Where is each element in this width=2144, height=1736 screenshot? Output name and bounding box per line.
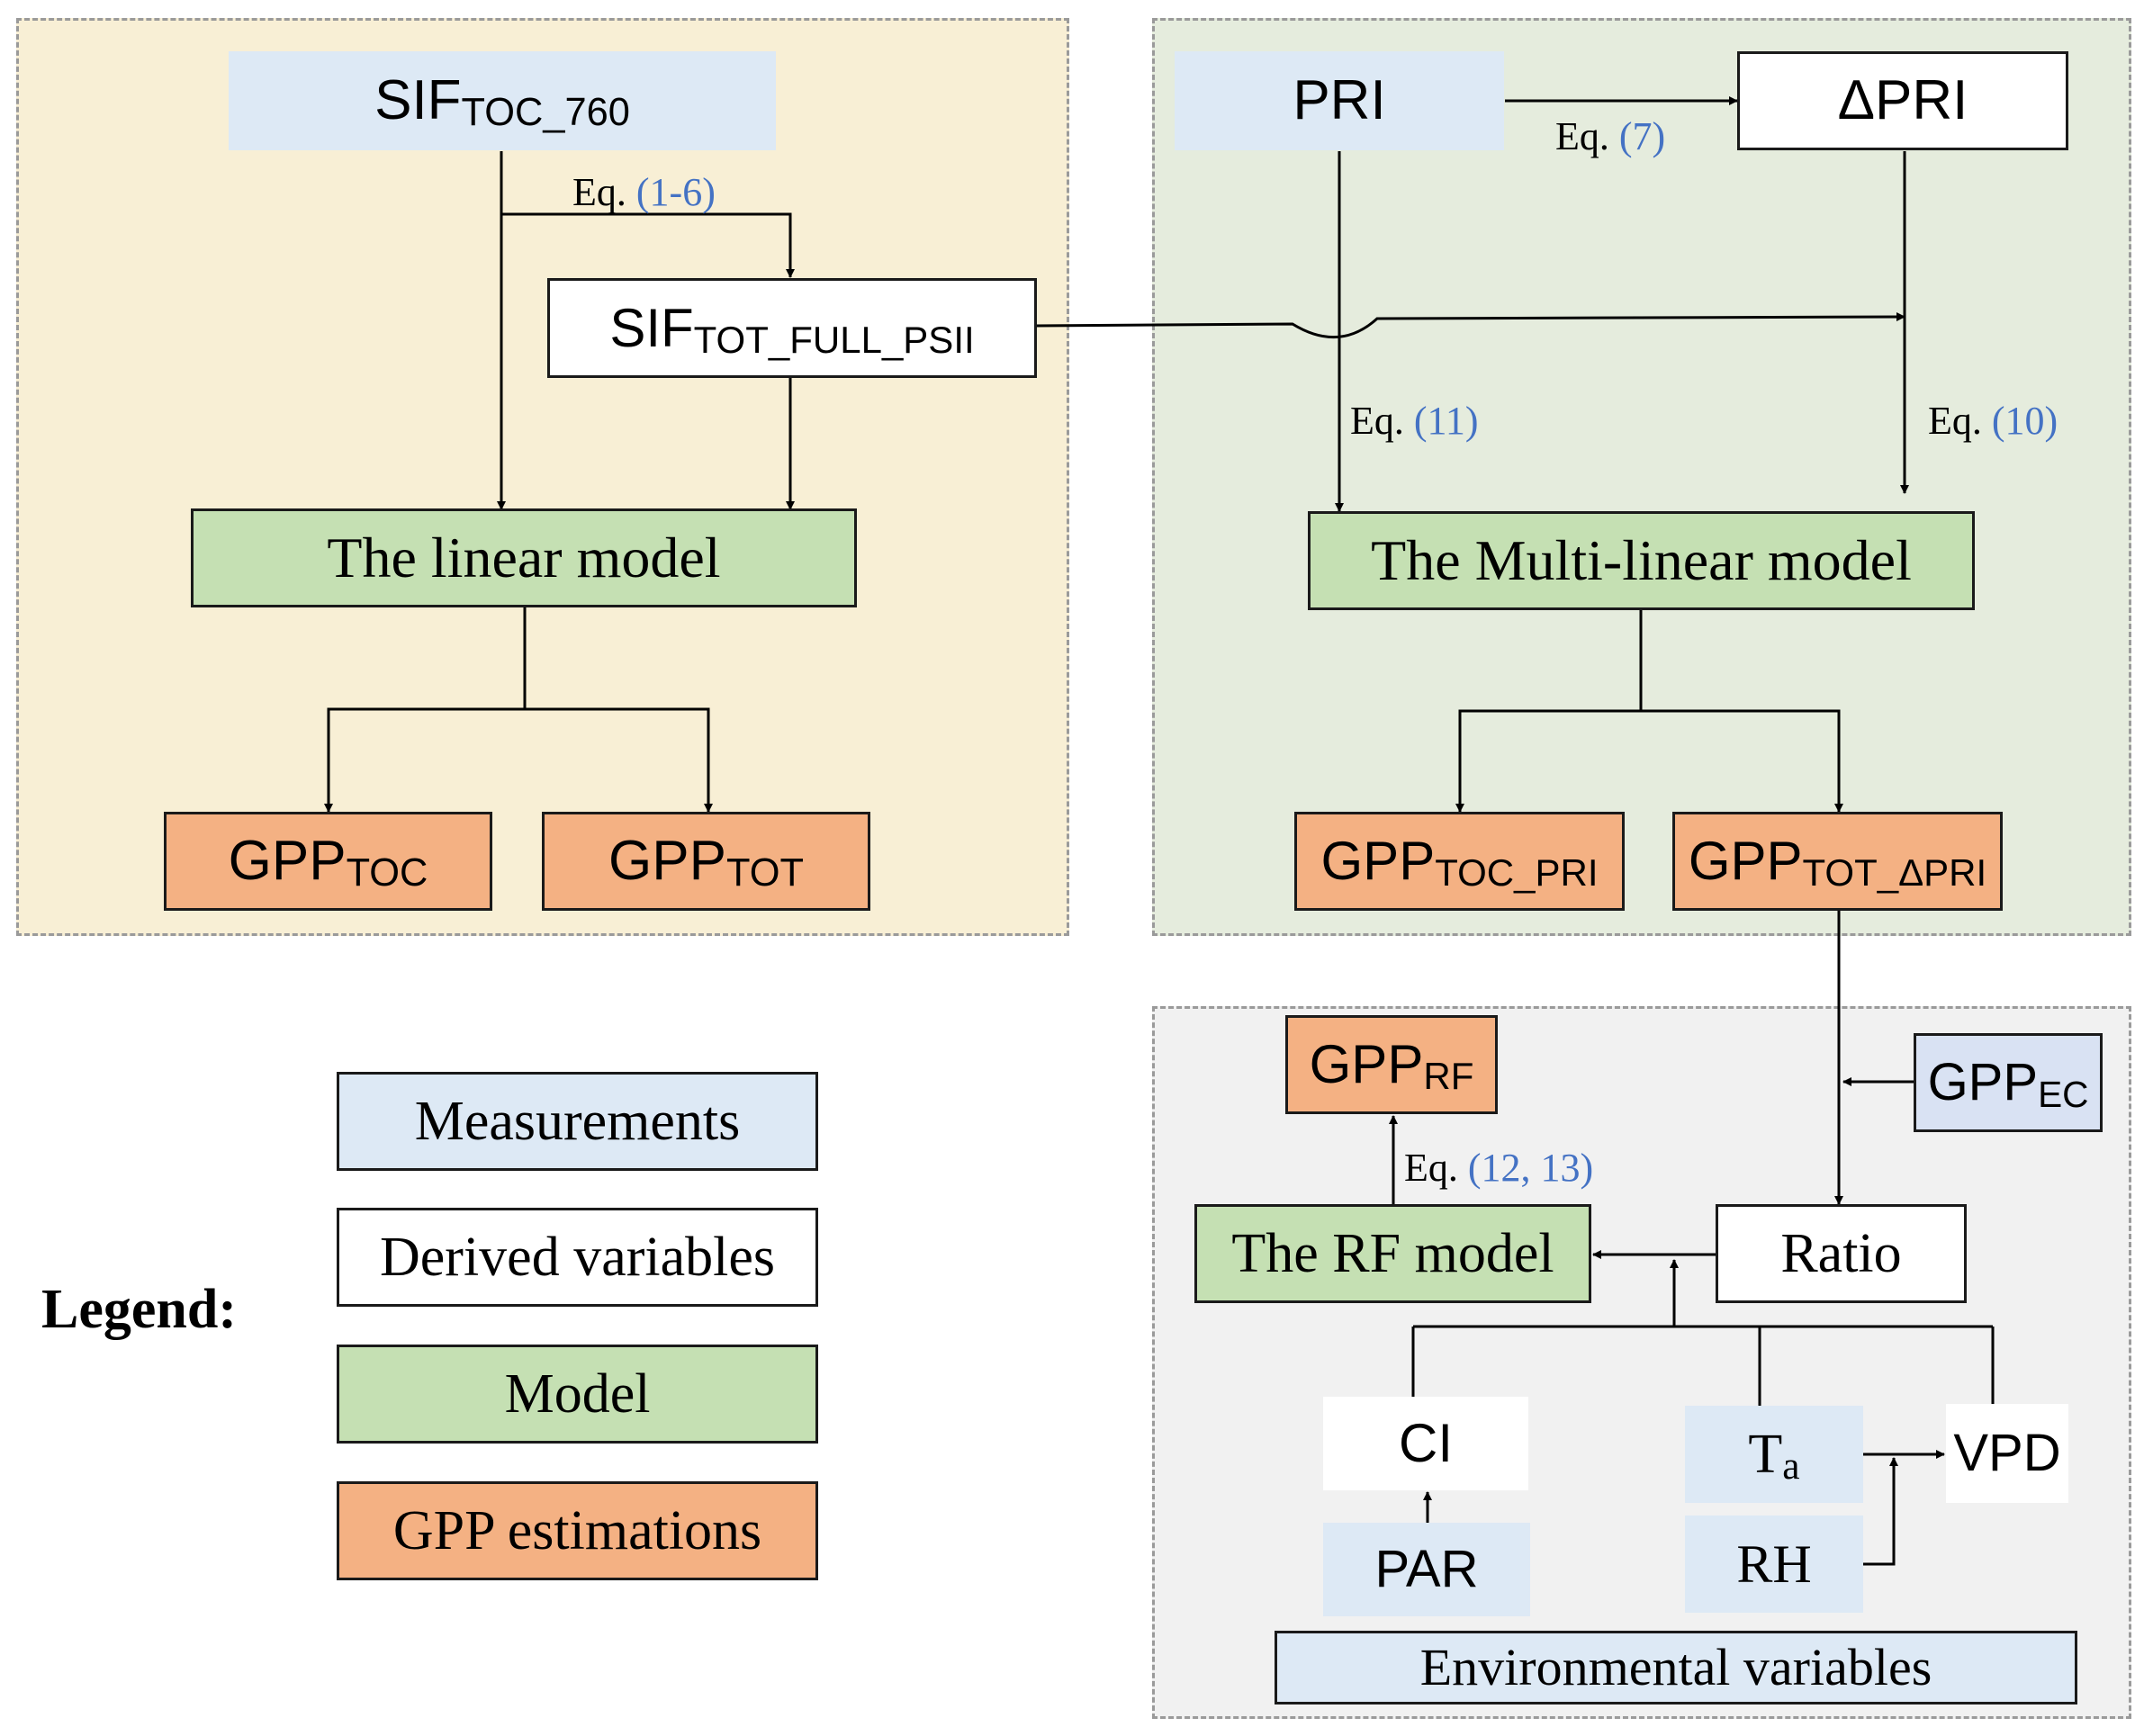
legend-item-model-label: Model	[504, 1363, 651, 1425]
node-par-label: PAR	[1374, 1540, 1479, 1598]
eq-label-12-13: Eq. (12, 13)	[1404, 1148, 1593, 1188]
arrow-sif-tot-to-multilinear	[1034, 312, 1905, 339]
eq-10-ref: (10)	[1991, 399, 2058, 443]
legend-item-measurements-label: Measurements	[414, 1091, 741, 1152]
legend-item-model: Model	[337, 1345, 818, 1444]
node-gpp-toc-base: GPP	[228, 830, 347, 892]
legend-item-measurements: Measurements	[337, 1072, 818, 1171]
node-linear-model: The linear model	[191, 508, 857, 607]
node-gpp-ec-sub: EC	[2038, 1073, 2089, 1115]
node-multi-linear-model: The Multi-linear model	[1308, 511, 1975, 610]
node-gpp-toc-pri-base: GPP	[1320, 831, 1436, 891]
node-delta-pri: ΔPRI	[1737, 51, 2068, 150]
pri-panel	[1152, 18, 2131, 936]
node-gpp-tot-base: GPP	[608, 830, 726, 892]
node-sif-tot-full-psii-base: SIF	[609, 297, 694, 358]
eq-12-13-prefix: Eq.	[1404, 1146, 1468, 1190]
node-rf-model: The RF model	[1194, 1204, 1591, 1303]
legend-item-derived-variables: Derived variables	[337, 1208, 818, 1307]
eq-11-ref: (11)	[1413, 399, 1479, 443]
node-gpp-tot-delta-pri-sub: TOT_ΔPRI	[1802, 851, 1987, 895]
eq-label-10: Eq. (10)	[1928, 401, 2058, 441]
node-sif-tot-full-psii-sub: TOT_FULL_PSII	[693, 318, 975, 361]
node-par: PAR	[1323, 1523, 1530, 1616]
eq-label-7: Eq. (7)	[1555, 117, 1665, 157]
sif-panel	[16, 18, 1069, 936]
node-ci-label: CI	[1399, 1413, 1453, 1473]
eq-7-prefix: Eq.	[1555, 114, 1619, 158]
legend-item-gpp-estimations: GPP estimations	[337, 1481, 818, 1580]
arrow-rh-to-vpd-line	[1863, 1457, 1898, 1566]
node-gpp-toc-pri-sub: TOC_PRI	[1435, 851, 1599, 895]
node-ta-base: T	[1748, 1424, 1783, 1485]
eq-10-prefix: Eq.	[1928, 399, 1992, 443]
arrow-linear-model-to-gpp-tot	[525, 707, 713, 813]
arrow-linear-model-to-gpp-toc	[324, 707, 525, 813]
eq-11-prefix: Eq.	[1350, 399, 1414, 443]
node-gpp-toc-sub: TOC	[346, 851, 428, 895]
eq-7-ref: (7)	[1618, 114, 1666, 158]
node-gpp-rf-sub: RF	[1423, 1055, 1474, 1098]
node-multi-linear-model-label: The Multi-linear model	[1371, 528, 1912, 592]
node-ci: CI	[1323, 1397, 1528, 1490]
node-ta-sub: a	[1782, 1444, 1800, 1489]
node-gpp-tot-sub: TOT	[725, 851, 804, 895]
node-rh: RH	[1685, 1516, 1863, 1613]
node-environmental-variables: Environmental variables	[1275, 1631, 2077, 1705]
node-pri: PRI	[1175, 51, 1504, 150]
node-ratio: Ratio	[1716, 1204, 1967, 1303]
node-environmental-variables-label: Environmental variables	[1419, 1638, 1932, 1696]
node-linear-model-label: The linear model	[327, 526, 721, 589]
arrow-multilinear-to-gpp-tot-dpri	[1641, 709, 1843, 813]
node-ratio-label: Ratio	[1780, 1223, 1902, 1284]
eq-1-6-prefix: Eq.	[572, 170, 636, 214]
legend-item-derived-variables-label: Derived variables	[380, 1227, 775, 1288]
node-sif-toc-760-base: SIF	[374, 69, 462, 131]
node-rh-label: RH	[1736, 1534, 1812, 1594]
node-gpp-ec-base: GPP	[1927, 1053, 2039, 1111]
eq-12-13-ref: (12, 13)	[1467, 1146, 1594, 1190]
eq-label-11: Eq. (11)	[1350, 401, 1479, 441]
arrow-multilinear-to-gpp-toc-pri	[1455, 709, 1641, 813]
node-gpp-rf-base: GPP	[1309, 1034, 1424, 1094]
node-sif-toc-760-sub: TOC_760	[461, 91, 630, 135]
node-gpp-tot-delta-pri-base: GPP	[1688, 831, 1803, 891]
node-rf-model-label: The RF model	[1231, 1223, 1554, 1284]
legend-item-gpp-estimations-label: GPP estimations	[392, 1500, 762, 1561]
arrow-sif-toc-to-sif-tot	[501, 212, 795, 278]
eq-label-1-6: Eq. (1-6)	[572, 173, 716, 212]
node-delta-pri-label: ΔPRI	[1837, 69, 1968, 131]
node-pri-label: PRI	[1293, 69, 1386, 131]
eq-1-6-ref: (1-6)	[635, 170, 716, 214]
node-vpd-label: VPD	[1953, 1424, 2061, 1482]
node-vpd: VPD	[1946, 1404, 2068, 1503]
legend-title: Legend:	[41, 1279, 237, 1340]
